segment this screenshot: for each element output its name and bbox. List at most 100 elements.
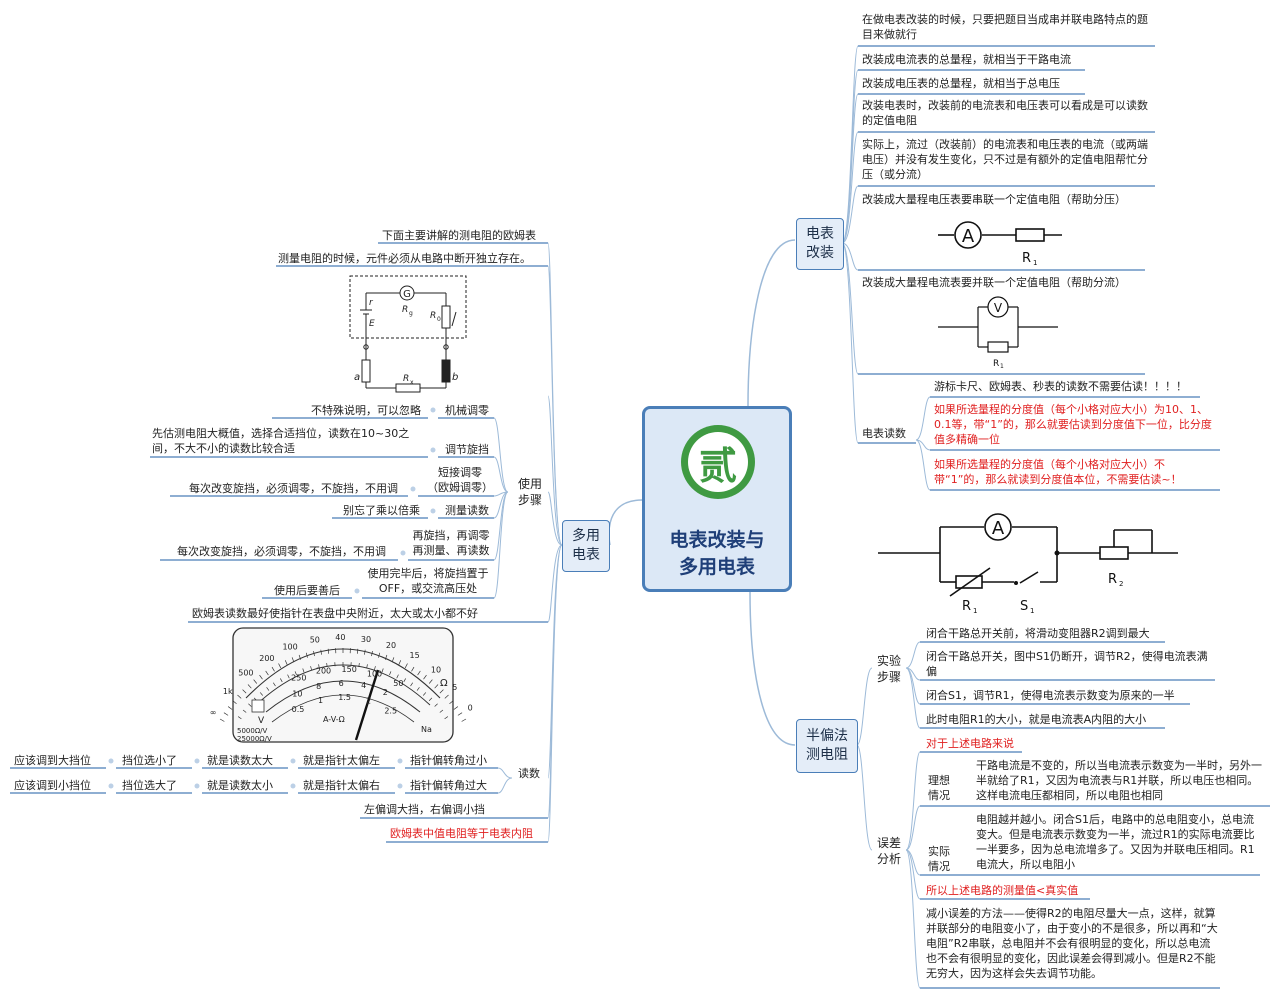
after-use-line2: OFF，或交流高压处 [378,582,478,595]
modify-item-2[interactable]: 改装成电流表的总量程，就相当于干路电流 [862,53,1071,66]
repeat-steps[interactable]: 再旋挡，再调零再测量、再读数 [408,528,494,558]
central-topic[interactable]: 贰 电表改装与 多用电表 [642,406,792,592]
topic-multimeter[interactable]: 多用电表 [562,520,610,572]
left-right-rule[interactable]: 左偏调大挡，右偏调小挡 [364,803,485,816]
dial-tick [364,649,366,655]
dial-tick [310,666,312,671]
ohm-rx-label: R [403,374,409,384]
dial-ohm-label: 1k [223,687,233,696]
dial-ohm-label: 40 [335,633,345,642]
dial-tick [327,648,330,654]
reading-item-3[interactable]: 如果所选量程的分度值（每个小格对应大小）不带“1”的，那么就读到分度值本位，不需… [934,458,1182,486]
center-reading-note[interactable]: 欧姆表读数最好使指针在表盘中央附近，太大或太小都不好 [192,607,478,620]
real-label-line1: 实际 [928,845,950,858]
modify-item-6[interactable]: 改装成大量程电压表要串联一个定值电阻（帮助分压） [862,193,1126,206]
error-conclusion[interactable]: 所以上述电路的测量值<真实值 [926,884,1079,897]
short-zero-note[interactable]: 每次改变旋挡，必须调零，不旋挡，不用调 [189,482,398,495]
multi-intro-2[interactable]: 测量电阻的时候，元件必须从电路中断开独立存在。 [278,252,531,265]
multi-intro-1[interactable]: 下面主要讲解的测电阻的欧姆表 [382,229,536,242]
row2-col4[interactable]: 就是指针太偏右 [303,779,380,792]
measure-read[interactable]: 测量读数 [445,504,489,517]
real-case-text[interactable]: 电阻越并越小。闭合S1后，电路中的总电阻变小，总电流变大。但是电流表示数变为一半… [976,813,1255,871]
dial-tick [444,694,449,699]
topic-half-bias-method[interactable]: 半偏法测电阻 [796,719,858,773]
topic-meter-modification[interactable]: 电表改装 [796,218,844,270]
circuit3-r2-label: R [1108,572,1117,587]
dial-tick [396,674,399,679]
multi-underlines [10,242,548,843]
central-topic-title: 电表改装与 多用电表 [645,527,789,581]
real-case-label[interactable]: 实际情况 [922,844,956,874]
dial-tick [294,671,297,676]
modify-item-4[interactable]: 改装电表时，改装前的电流表和电压表可以看成是可以读数的定值电阻 [862,99,1148,127]
short-zero[interactable]: 短接调零（欧姆调零） [424,465,496,495]
repeat-steps-line2: 再测量、再读数 [412,544,490,557]
dial-tick [378,652,381,658]
dial-spec-1: 5000Ω/V [237,727,268,735]
step-3[interactable]: 闭合S1，调节R1，使得电流表示数变为原来的一半 [926,689,1175,702]
multimeter-dial [219,627,467,743]
steps-label-line2: 步骤 [876,670,901,684]
row1-col5[interactable]: 指针偏转角过小 [410,754,487,767]
ohm-b-label: b [452,372,458,383]
ideal-case-label[interactable]: 理想情况 [922,773,956,803]
mech-zero-note[interactable]: 不特殊说明，可以忽略 [311,404,421,417]
dial-tick [403,678,407,683]
dial-tick [428,679,433,684]
error-analysis-label[interactable]: 误差分析 [872,835,906,867]
step-2[interactable]: 闭合干路总开关，图中S1仍断开，调节R2，使得电流表满偏 [926,650,1208,678]
dial-tick [253,679,258,684]
reading-item-2[interactable]: 如果所选量程的分度值（每个小格对应大小）为10、1、0.1等，带“1”的，那么就… [934,403,1212,446]
dial-mid-label: 250 [291,674,306,683]
ideal-case-text[interactable]: 干路电流是不变的，所以当电流表示数变为一半时，另外一半就给了R1，又因为电流表与… [976,759,1262,802]
repeat-steps-note[interactable]: 每次改变旋挡，必须调零，不旋挡，不用调 [177,545,386,558]
dial-tick [444,716,449,720]
dial-ohm-label: 30 [361,635,371,644]
row2-col2[interactable]: 挡位选大了 [122,779,177,792]
modify-item-3[interactable]: 改装成电压表的总量程，就相当于总电压 [862,77,1060,90]
modify-item-5[interactable]: 实际上，流过（改装前）的电流表和电压表的电流（或两端电压）并没有发生变化，只不过… [862,138,1148,181]
modify-item-7[interactable]: 改装成大量程电流表要并联一个定值电阻（帮助分流） [862,276,1126,289]
dial-ohm-label: 15 [410,651,420,660]
dial-ohm-label: 100 [282,643,297,652]
reduce-error-text[interactable]: 减小误差的方法——使得R2的电阻尽量大一点，这样，就算并联部分的电阻变小了，由于… [926,907,1218,980]
ohm-rg-subscript: g [409,310,413,317]
ohm-r0-subscript: 0 [437,316,441,323]
topic-modify-line1: 电表 [806,226,834,242]
step-1[interactable]: 闭合干路总开关前，将滑动变阻器R2调到最大 [926,627,1150,640]
use-steps-label[interactable]: 使用步骤 [514,476,546,508]
after-use-label[interactable]: 使用后要善后 [274,584,340,597]
dial-tick [242,709,247,713]
adjust-knob-note[interactable]: 先估测电阻大概值，选择合适挡位，读数在10~30之间，不大不小的读数比较合适 [152,427,410,455]
reading-label[interactable]: 电表读数 [862,427,906,440]
dial-mid-label: 50 [393,679,403,688]
central-title-line2: 多用电表 [678,556,755,578]
ohm-e-label: E [369,319,375,329]
reading-item-1[interactable]: 游标卡尺、欧姆表、秒表的读数不需要估读！！！！ [934,380,1187,393]
adjust-knob[interactable]: 调节旋挡 [445,443,489,456]
steps-label[interactable]: 实验步骤 [872,653,906,685]
dial-low-label: 1 [318,696,323,705]
ideal-label-line2: 情况 [928,789,950,802]
row2-col1[interactable]: 应该调到小挡位 [14,779,91,792]
mid-value-rule[interactable]: 欧姆表中值电阻等于电表内阻 [390,827,533,840]
ohm-g-label: G [403,289,411,300]
row1-col3[interactable]: 就是读数太大 [207,754,273,767]
row1-col1[interactable]: 应该调到大挡位 [14,754,91,767]
row1-col4[interactable]: 就是指针太偏左 [303,754,380,767]
read-label[interactable]: 读数 [518,767,540,780]
modify-item-1[interactable]: 在做电表改装的时候，只要把题目当成串并联电路特点的题目来做就行 [862,13,1148,41]
row1-col2[interactable]: 挡位选小了 [122,754,177,767]
dial-tick [398,660,402,665]
dial-tick [385,654,388,660]
mech-zero[interactable]: 机械调零 [445,404,489,417]
error-intro[interactable]: 对于上述电路来说 [926,737,1014,750]
dial-tick [302,668,305,673]
row2-col5[interactable]: 指针偏转角过大 [410,779,487,792]
row2-col3[interactable]: 就是读数太小 [207,779,273,792]
measure-read-note[interactable]: 别忘了乘以倍乘 [343,504,420,517]
dial-tick [237,694,242,699]
dial-tick [434,703,438,707]
step-4[interactable]: 此时电阻R1的大小，就是电流表A内阻的大小 [926,713,1147,726]
